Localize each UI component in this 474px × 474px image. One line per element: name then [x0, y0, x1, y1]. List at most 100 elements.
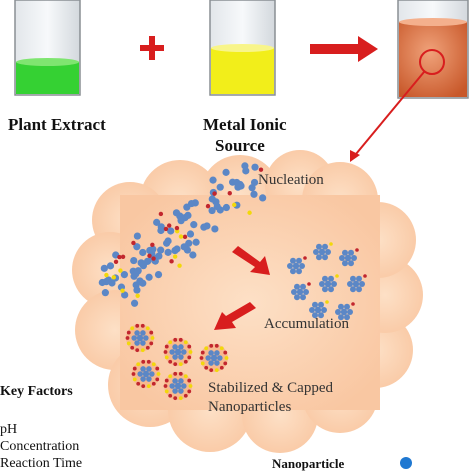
ion-dot: [232, 202, 237, 208]
atom-dot: [237, 182, 245, 190]
cap-dot: [136, 381, 141, 386]
cap-dot: [187, 355, 192, 360]
atom-dot: [139, 248, 147, 257]
metal-source-label-line1: Metal Ionic: [203, 115, 287, 134]
atom-dot: [250, 190, 258, 198]
nanoparticle-legend-dot: [400, 457, 412, 469]
ion-dot: [227, 191, 232, 196]
ion-dot: [150, 242, 155, 248]
cap-dot: [187, 378, 192, 383]
cap-dot: [140, 323, 145, 328]
cap-dot: [164, 389, 169, 394]
stabilized-label-line2: Nanoparticles: [208, 399, 292, 415]
atom-dot: [222, 168, 230, 176]
atom-dot: [222, 203, 230, 212]
cap-dot: [151, 381, 156, 386]
atom-dot: [348, 249, 354, 256]
cap-dot: [183, 340, 188, 345]
key-factor-concentration: Concentration: [0, 439, 80, 454]
atom-dot: [300, 294, 306, 301]
ion-dot: [113, 259, 119, 264]
atom-dot: [192, 238, 200, 246]
cap-dot: [135, 348, 140, 353]
atom-dot: [324, 280, 332, 288]
core-atom: [169, 349, 175, 355]
cap-dot: [219, 346, 224, 351]
atom-dot: [321, 307, 327, 313]
cap-dot: [178, 337, 183, 342]
core-atom: [140, 366, 146, 372]
atom-dot: [203, 222, 211, 230]
arrow-right-icon: [310, 36, 378, 62]
atom-dot: [291, 289, 297, 295]
cap-dot: [173, 337, 178, 342]
atom-dot: [133, 243, 141, 251]
atom-dot: [312, 312, 318, 319]
ion-dot: [335, 274, 339, 278]
cap-dot: [178, 396, 183, 401]
core-atom: [217, 355, 223, 361]
metal-source-vial: [209, 0, 276, 96]
atom-dot: [339, 255, 345, 261]
cap-dot: [141, 384, 146, 389]
atom-dot: [342, 249, 348, 256]
ion-dot: [151, 256, 156, 261]
atom-dot: [313, 249, 319, 255]
cap-dot: [168, 393, 173, 398]
ion-dot: [205, 203, 211, 209]
cap-dot: [188, 384, 193, 388]
cap-dot: [204, 365, 209, 370]
cap-dot: [135, 323, 140, 328]
atom-dot: [290, 257, 296, 264]
accumulation-label: Accumulation: [264, 316, 349, 332]
ion-dot: [104, 272, 109, 278]
atom-dot: [296, 257, 302, 264]
ion-dot: [163, 226, 169, 232]
ion-dot: [303, 256, 307, 260]
atom-dot: [294, 294, 300, 301]
cap-dot: [188, 350, 193, 354]
atom-dot: [250, 178, 259, 187]
core-atom: [181, 349, 187, 355]
atom-dot: [356, 275, 362, 282]
core-atom: [131, 335, 137, 341]
nucleation-label: Nucleation: [258, 172, 324, 188]
atom-dot: [344, 254, 352, 262]
core-atom: [178, 378, 184, 384]
atom-dot: [300, 283, 306, 290]
atom-dot: [335, 309, 341, 315]
atom-dot: [180, 243, 188, 251]
stabilized-label-line1: Stabilized & Capped: [208, 380, 333, 396]
plant-extract-vial: [14, 0, 81, 96]
ion-dot: [120, 288, 125, 293]
atom-dot: [352, 280, 360, 288]
core-atom: [146, 376, 152, 382]
atom-dot: [130, 256, 138, 265]
core-atom: [205, 355, 211, 361]
cap-dot: [126, 341, 131, 346]
cap-dot: [146, 384, 151, 389]
atom-dot: [100, 264, 108, 272]
cap-dot: [183, 393, 188, 398]
atom-dot: [208, 206, 216, 215]
atom-dot: [338, 303, 344, 310]
ion-dot: [117, 254, 122, 260]
atom-dot: [101, 289, 109, 297]
atom-dot: [216, 183, 224, 191]
atom-dot: [130, 272, 138, 280]
ion-dot: [158, 211, 164, 217]
atom-dot: [309, 307, 315, 313]
atom-dot: [344, 314, 350, 321]
ion-dot: [135, 293, 140, 299]
cap-dot: [200, 361, 205, 366]
key-factors-title: Key Factors: [0, 384, 73, 399]
cap-dot: [223, 361, 228, 366]
core-atom: [208, 350, 214, 356]
atom-dot: [209, 176, 217, 184]
atom-dot: [328, 275, 334, 282]
atom-dot: [316, 243, 322, 250]
cap-dot: [199, 356, 204, 360]
nanoparticle-legend-label: Nanoparticle: [272, 456, 345, 471]
ion-dot: [351, 302, 355, 306]
core-atom: [134, 330, 140, 336]
